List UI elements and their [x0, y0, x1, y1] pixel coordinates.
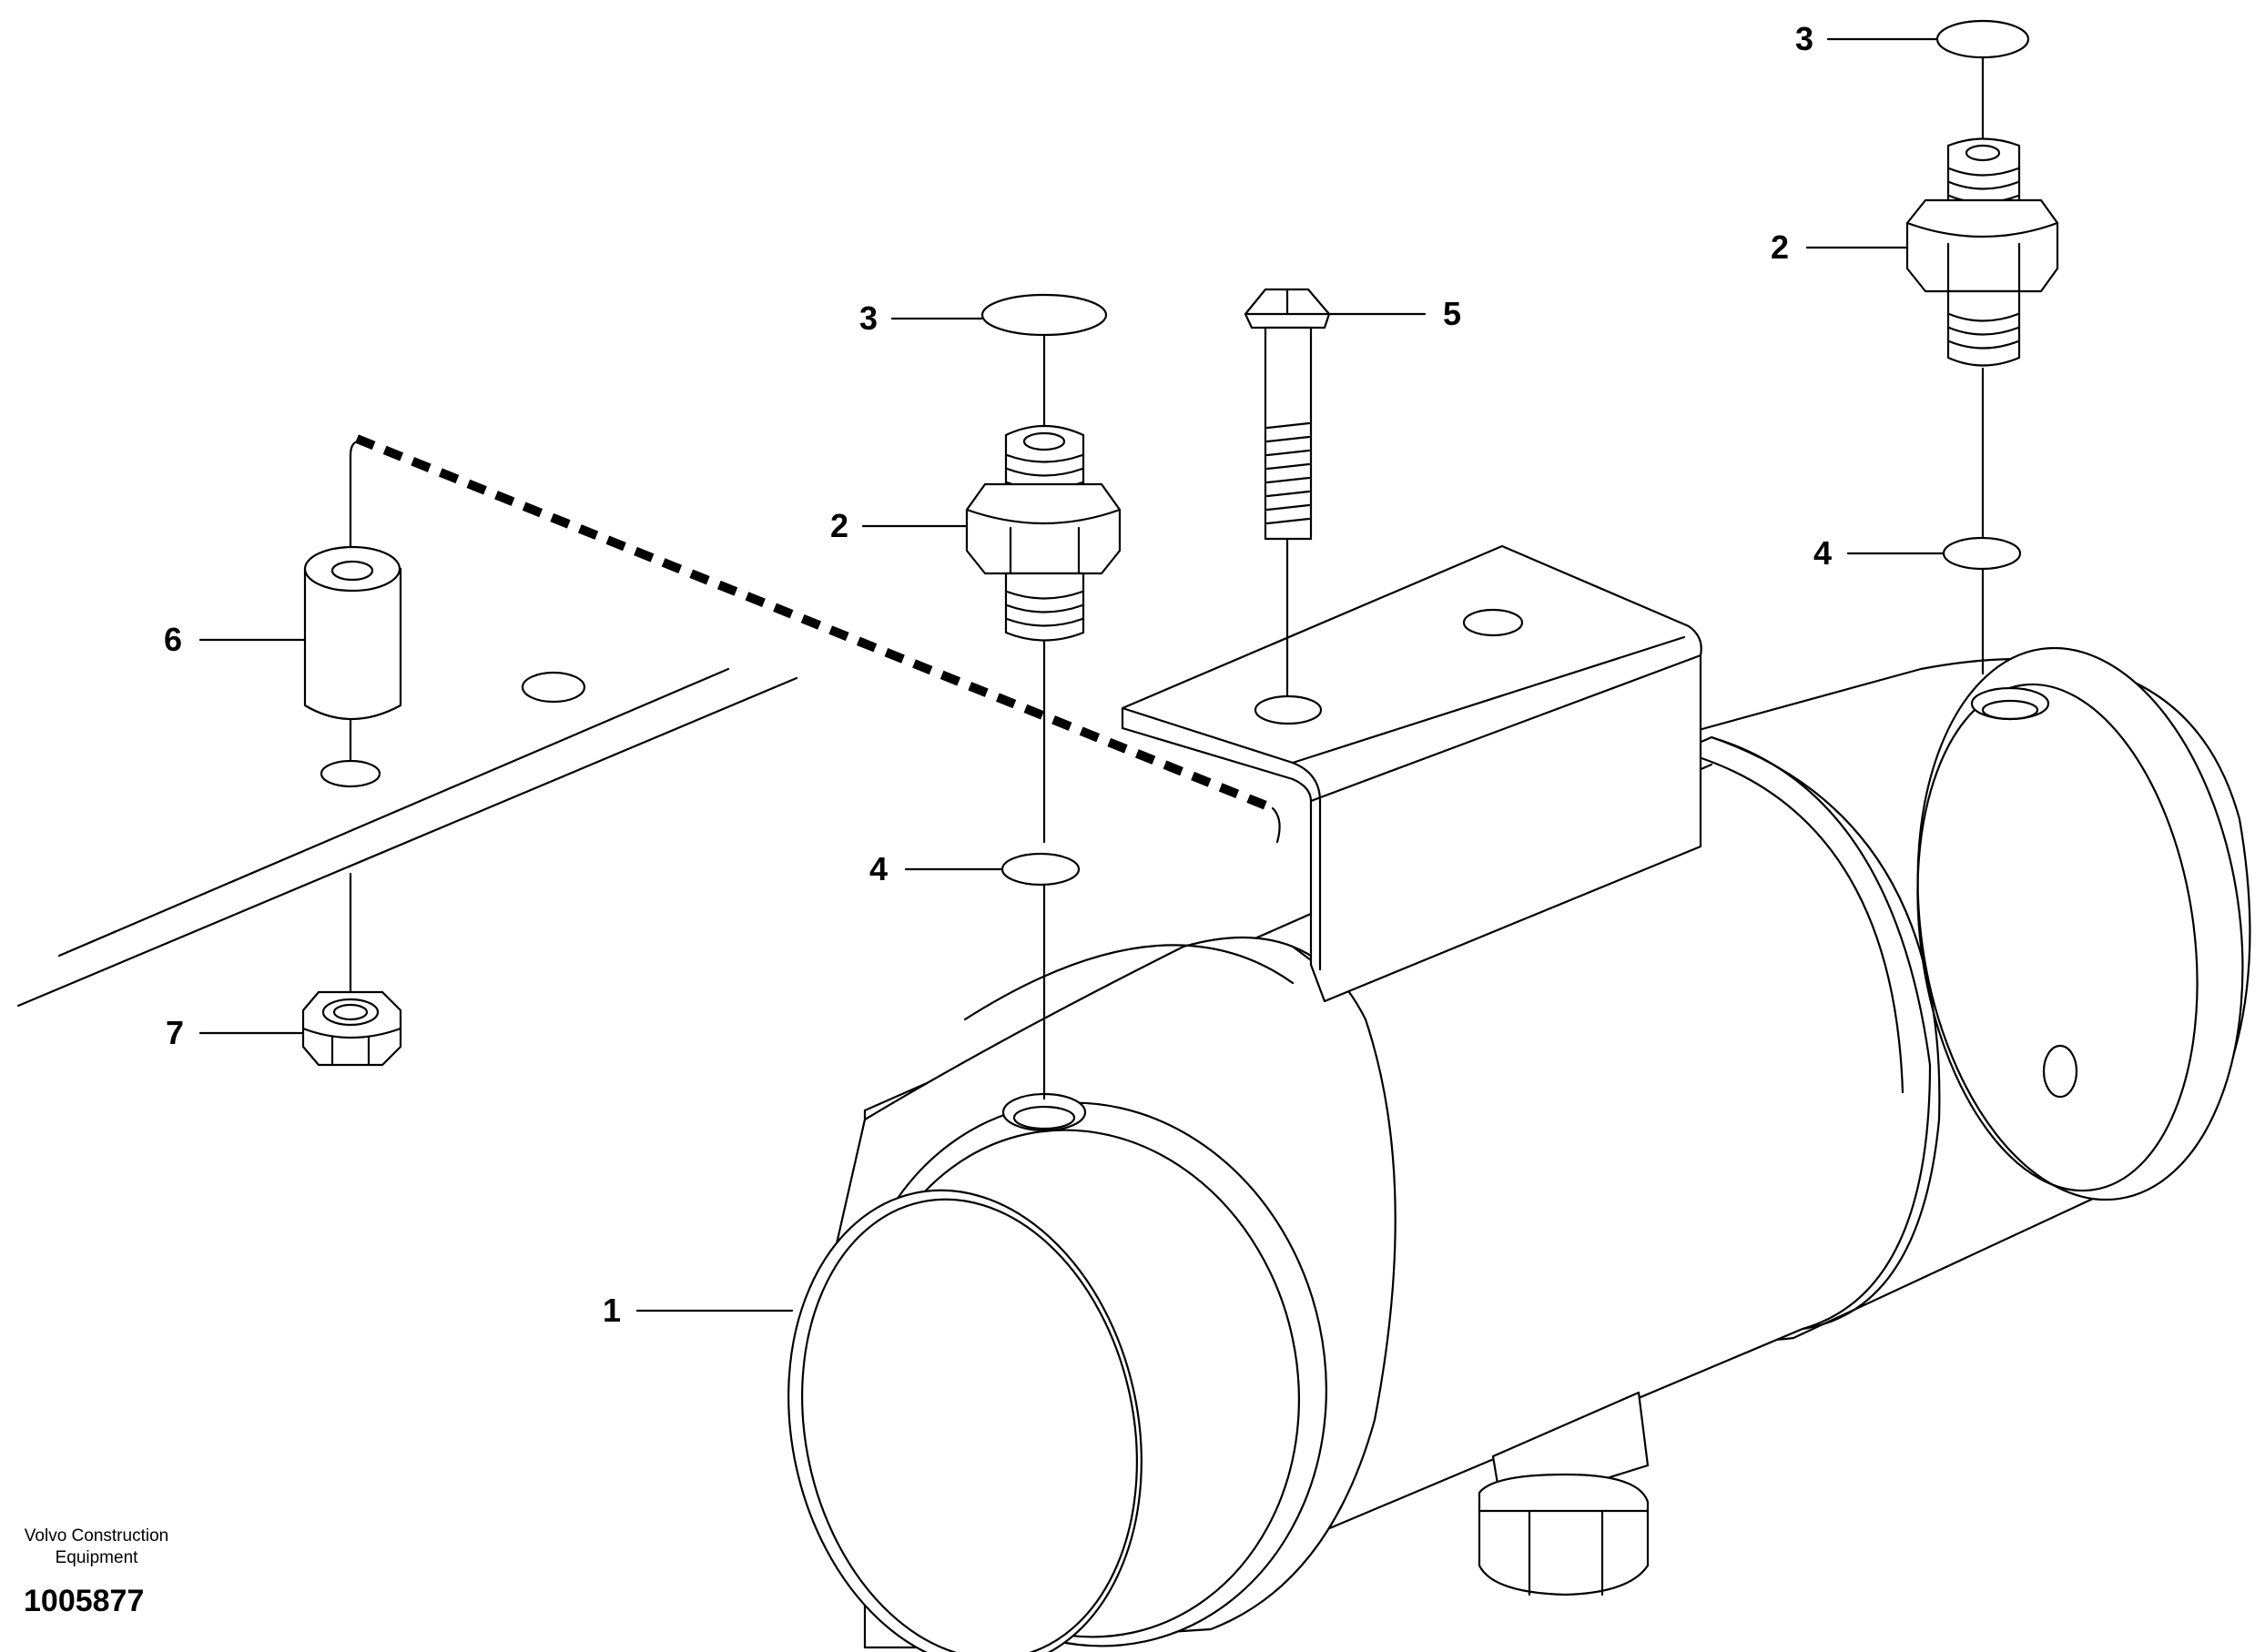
callout-5: 5	[1443, 295, 1462, 332]
callout-6: 6	[164, 621, 183, 658]
hidden-edge-corner	[349, 440, 1281, 844]
callout-3-mid: 3	[859, 299, 879, 337]
callout-4-right: 4	[1813, 534, 1833, 572]
callout-7: 7	[166, 1014, 185, 1051]
company-name-line-1: Volvo Construction	[24, 1526, 169, 1546]
nut-7	[301, 990, 402, 1067]
callout-2-top: 2	[1771, 228, 1790, 266]
cylinder-body	[787, 646, 2251, 1652]
callout-1: 1	[603, 1292, 622, 1329]
company-name-line-2: Equipment	[55, 1548, 138, 1567]
leader-lines	[198, 37, 1945, 1312]
spacer-sleeve-6	[303, 545, 402, 720]
mounting-bracket	[1121, 544, 1702, 1003]
callout-2-mid: 2	[830, 507, 849, 544]
adapter-fitting-2-middle	[965, 293, 1122, 1100]
mounting-plate	[16, 667, 798, 1008]
hidden-edge-dashed-line	[355, 434, 1275, 813]
drawing-number: 1005877	[24, 1584, 145, 1618]
callout-3-top: 3	[1795, 20, 1814, 57]
bolt-5	[1244, 288, 1331, 697]
callout-4-mid: 4	[869, 850, 889, 887]
company-name: Volvo Construction Equipment	[5, 1525, 188, 1569]
adapter-fitting-2-top-right	[1905, 19, 2059, 675]
